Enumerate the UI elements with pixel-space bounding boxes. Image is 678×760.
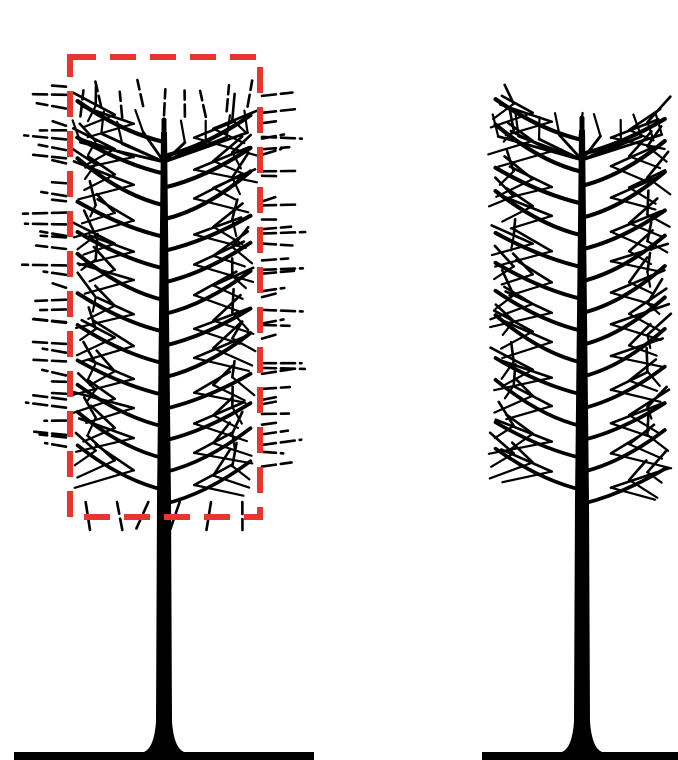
- ground-line: [482, 752, 678, 760]
- twig: [194, 295, 241, 312]
- twig: [232, 289, 233, 312]
- new-growth-dash: [262, 368, 305, 369]
- new-growth-dash: [262, 205, 298, 206]
- new-growth-dash: [262, 244, 292, 246]
- new-growth-dash: [262, 109, 296, 113]
- branch: [582, 403, 665, 440]
- crown-twig: [181, 121, 185, 143]
- new-growth-dash: [262, 137, 302, 139]
- twig: [647, 191, 648, 215]
- new-growth-dash: [262, 268, 303, 269]
- new-growth-dash: [262, 431, 288, 435]
- new-growth-dash: [51, 283, 66, 288]
- new-growth-dash: [51, 160, 66, 163]
- new-growth-dash: [262, 258, 288, 260]
- crown-branch: [580, 135, 582, 160]
- twig: [232, 94, 234, 120]
- twig: [232, 361, 234, 377]
- twig: [647, 415, 648, 435]
- new-growth-dash: [35, 300, 66, 301]
- twig: [611, 232, 652, 250]
- twig: [213, 366, 232, 385]
- new-growth-dash: [200, 91, 206, 117]
- branch: [78, 412, 164, 458]
- new-growth-dash: [39, 145, 66, 150]
- new-growth-dash: [29, 94, 66, 95]
- new-growth-dash: [41, 192, 66, 196]
- new-growth-dash: [137, 80, 143, 106]
- new-growth-dash: [120, 92, 122, 118]
- crown-twig: [135, 110, 143, 132]
- new-growth-dash: [48, 199, 66, 201]
- twig: [611, 468, 669, 487]
- new-growth-dash: [43, 349, 66, 353]
- new-growth-dash: [22, 265, 66, 266]
- twig: [213, 423, 230, 444]
- new-growth-dash: [25, 224, 66, 225]
- new-growth-dash: [40, 309, 66, 310]
- new-growth-dash: [262, 310, 303, 312]
- ground-line: [14, 752, 314, 760]
- new-growth-dash: [262, 288, 284, 291]
- new-growth-dash: [48, 381, 66, 382]
- twig: [97, 194, 115, 213]
- new-growth-dash: [227, 85, 229, 111]
- new-growth-dash: [44, 272, 66, 275]
- twig: [514, 364, 516, 385]
- new-growth-dash: [164, 89, 165, 115]
- new-growth-dash: [262, 271, 294, 274]
- new-growth-dash: [31, 395, 66, 399]
- twig: [94, 321, 134, 346]
- new-growth-dash: [34, 360, 66, 362]
- new-growth-dash: [37, 103, 66, 108]
- twig: [647, 348, 648, 371]
- new-growth-dash: [262, 147, 289, 149]
- new-growth-dash: [262, 387, 290, 389]
- new-growth-dash: [45, 443, 66, 447]
- new-growth-dash: [262, 401, 279, 404]
- new-growth-dash: [262, 334, 279, 339]
- new-growth-dash: [262, 452, 283, 454]
- new-growth-dash: [26, 403, 66, 408]
- new-growth-dash: [52, 182, 66, 183]
- twig: [72, 392, 133, 408]
- new-growth-dash: [23, 213, 66, 214]
- new-growth-dash: [262, 227, 291, 229]
- twig: [75, 470, 134, 487]
- new-growth-dash: [262, 293, 279, 297]
- new-growth-dash: [262, 325, 289, 326]
- twig: [93, 297, 96, 311]
- new-growth-dash: [262, 319, 283, 323]
- tree-after-pruning: [482, 85, 678, 760]
- new-growth-dash: [49, 120, 66, 126]
- crown-twig: [227, 115, 230, 137]
- tree-before-pruning: [14, 57, 314, 760]
- new-growth-dash: [262, 423, 277, 425]
- new-growth-dash: [47, 85, 66, 87]
- new-growth-dash: [32, 342, 66, 344]
- new-growth-dash: [262, 396, 279, 399]
- twig: [647, 272, 650, 287]
- new-growth-dash: [36, 246, 66, 249]
- new-growth-dash: [24, 135, 66, 139]
- new-growth-dash: [262, 196, 278, 201]
- twig: [611, 244, 668, 261]
- twig: [74, 161, 134, 184]
- new-growth-dash: [117, 502, 122, 530]
- new-growth-dash: [34, 319, 66, 322]
- new-growth-dash: [262, 462, 292, 466]
- new-growth-dash: [42, 370, 66, 376]
- twig: [647, 178, 670, 195]
- branch: [78, 325, 164, 363]
- new-growth-dash: [262, 121, 280, 123]
- new-growth-dash: [248, 81, 253, 107]
- new-growth-dash: [262, 232, 305, 234]
- twig: [514, 219, 515, 236]
- new-growth-dash: [262, 93, 292, 96]
- new-growth-dash: [262, 440, 301, 445]
- crown-twig: [594, 114, 601, 136]
- new-growth-dash: [50, 393, 66, 394]
- new-growth-dash: [30, 154, 66, 158]
